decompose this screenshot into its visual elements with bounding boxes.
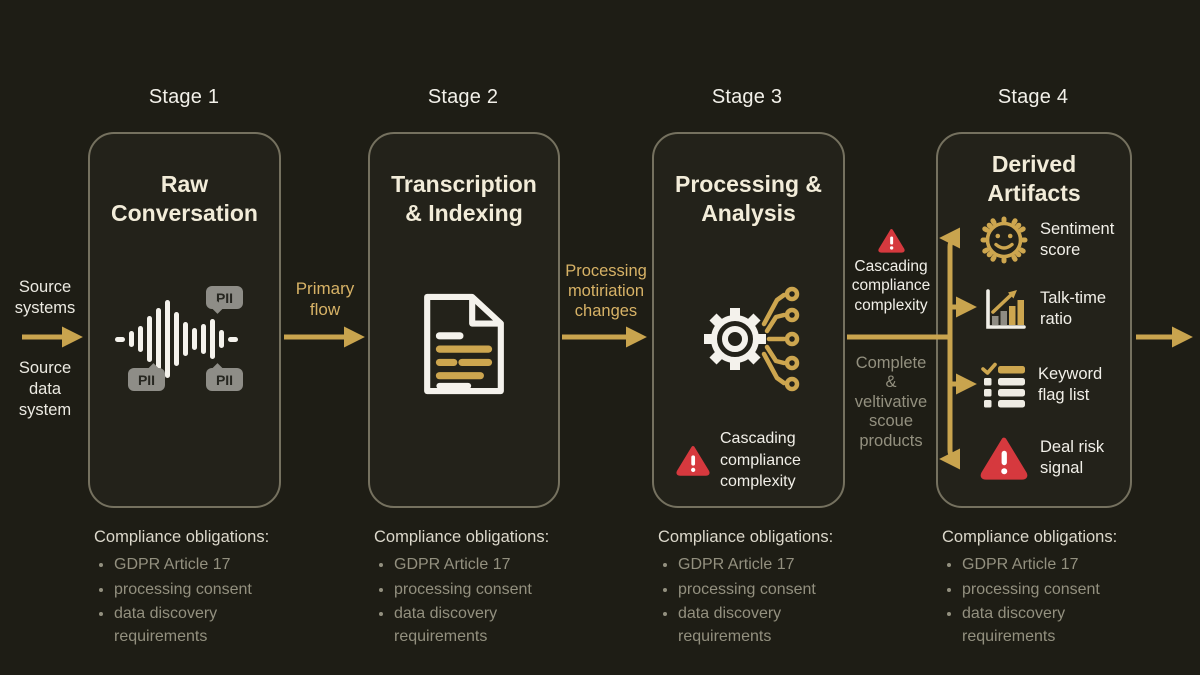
compliance-item: data discovery requirements bbox=[962, 603, 1132, 648]
talk-time-ratio-label: Talk-time ratio bbox=[1040, 288, 1107, 328]
complete-products-label: Complete & veltivative scoue products bbox=[854, 354, 928, 450]
talk-time-chart-icon bbox=[986, 289, 1026, 329]
stage4-label: Stage 4 bbox=[997, 86, 1069, 108]
source-data-system-label: Source data system bbox=[18, 359, 72, 420]
stage4-title: Derived Artifacts bbox=[987, 151, 1081, 206]
cascading-compliance-text: Cascading compliance complexity bbox=[851, 258, 931, 314]
pii-tag-bottom-right: PII bbox=[206, 368, 243, 391]
stage2-label: Stage 2 bbox=[427, 86, 499, 108]
pii-tag-bottom-left: PII bbox=[128, 368, 165, 391]
deal-risk-triangle-icon bbox=[980, 437, 1028, 480]
warning-triangle-icon bbox=[877, 229, 905, 253]
stage3-title: Processing & Analysis bbox=[675, 171, 822, 226]
warning-triangle-icon bbox=[676, 445, 710, 476]
compliance-item: processing consent bbox=[114, 579, 284, 602]
compliance-item: data discovery requirements bbox=[678, 603, 848, 648]
stage2-compliance: Compliance obligations: GDPR Article 17 … bbox=[374, 528, 604, 651]
stage3-warning-text: Cascading compliance complexity bbox=[720, 430, 801, 491]
gear-processing-icon bbox=[704, 286, 800, 392]
artifact-row-keyword: Keyword flag list bbox=[980, 362, 1102, 408]
waveform-dash bbox=[228, 336, 238, 342]
deal-risk-signal-label: Deal risk signal bbox=[1040, 437, 1105, 477]
pii-tag-top-right: PII bbox=[206, 286, 243, 309]
artifact-row-talk-time: Talk-time ratio bbox=[980, 285, 1106, 333]
stage1-label: Stage 1 bbox=[148, 86, 220, 108]
compliance-item: processing consent bbox=[678, 579, 848, 602]
stage2-box: Transcription & Indexing bbox=[368, 132, 560, 508]
compliance-item: processing consent bbox=[394, 579, 564, 602]
sentiment-score-label: Sentiment score bbox=[1040, 219, 1115, 259]
stage1-compliance: Compliance obligations: GDPR Article 17 … bbox=[94, 528, 324, 651]
artifact-row-deal-risk: Deal risk signal bbox=[980, 436, 1104, 480]
primary-flow-label: Primary flow bbox=[295, 279, 355, 319]
compliance-header: Compliance obligations: bbox=[658, 528, 834, 546]
compliance-item: data discovery requirements bbox=[394, 603, 564, 648]
compliance-header: Compliance obligations: bbox=[942, 528, 1118, 546]
stage2-title: Transcription & Indexing bbox=[391, 171, 537, 226]
compliance-item: GDPR Article 17 bbox=[114, 554, 284, 577]
compliance-header: Compliance obligations: bbox=[374, 528, 550, 546]
stage4-compliance: Compliance obligations: GDPR Article 17 … bbox=[942, 528, 1172, 651]
source-systems-label: Source systems bbox=[14, 278, 76, 318]
artifact-row-sentiment: Sentiment score bbox=[980, 216, 1114, 264]
stage3-label: Stage 3 bbox=[711, 86, 783, 108]
stage3-compliance: Compliance obligations: GDPR Article 17 … bbox=[658, 528, 888, 651]
compliance-item: processing consent bbox=[962, 579, 1132, 602]
sentiment-badge-icon bbox=[980, 216, 1028, 264]
compliance-item: GDPR Article 17 bbox=[678, 554, 848, 577]
compliance-item: data discovery requirements bbox=[114, 603, 284, 648]
cascading-compliance-callout: Cascading compliance complexity bbox=[845, 228, 937, 315]
stage1-box: Raw Conversation PII PII PII bbox=[88, 132, 281, 508]
stage3-box: Processing & Analysis bbox=[652, 132, 845, 508]
keyword-checklist-icon bbox=[981, 362, 1025, 408]
processing-changes-label: Processing motiriation changes bbox=[565, 262, 647, 321]
stage4-box: Derived Artifacts Sentiment score bbox=[936, 132, 1132, 508]
compliance-item: GDPR Article 17 bbox=[962, 554, 1132, 577]
audio-waveform-icon bbox=[115, 294, 258, 384]
keyword-flag-list-label: Keyword flag list bbox=[1038, 364, 1103, 404]
document-icon bbox=[424, 293, 504, 395]
compliance-item: GDPR Article 17 bbox=[394, 554, 564, 577]
compliance-header: Compliance obligations: bbox=[94, 528, 270, 546]
stage1-title: Raw Conversation bbox=[111, 171, 258, 226]
waveform-dash bbox=[115, 336, 125, 342]
